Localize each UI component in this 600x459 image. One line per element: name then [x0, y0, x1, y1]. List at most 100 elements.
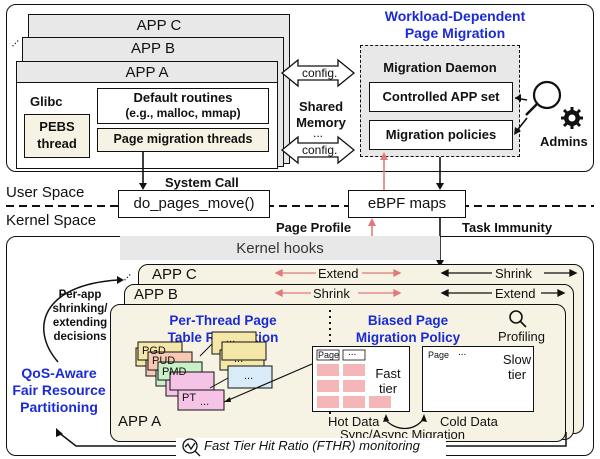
config-bottom-label: config. [302, 143, 338, 157]
default-routines-title: Default routines [133, 90, 233, 105]
profiling-label: Profiling [498, 329, 545, 344]
workload-title-1: Workload-Dependent [384, 8, 526, 24]
page-migration-threads-label: Page migration threads [113, 132, 253, 146]
pud-label: PUD [152, 355, 176, 367]
biased-line-2: Migration Policy [355, 330, 461, 345]
qos-line-2: Fair Resource [12, 382, 106, 398]
migration-policies-label: Migration policies [385, 127, 497, 142]
per-app-line-3: extending [52, 317, 108, 329]
controlled-app-set-box [369, 82, 513, 112]
ebpf-maps-box [348, 190, 466, 218]
per-app-decisions-label: Per-app shrinking/ extending decisions [40, 288, 120, 344]
per-app-line-2: shrinking/ [52, 303, 108, 315]
biased-line-1: Biased Page [367, 313, 449, 328]
per-thread-line-1: Per-Thread Page [169, 313, 277, 328]
user-space-label: User Space [6, 184, 85, 201]
task-immunity-label: Task Immunity [462, 220, 553, 235]
app-c-label: APP C [136, 17, 182, 34]
app-b-label: APP B [131, 40, 175, 57]
pmd-label: PMD [162, 366, 187, 378]
k-app-a-label: APP A [118, 413, 162, 430]
kernel-space-label: Kernel Space [6, 212, 97, 229]
biased-title: Biased Page Migration Policy [338, 312, 478, 346]
pt-to-fast-tier-arrow [223, 363, 313, 403]
workload-title-2: Page Migration [404, 25, 506, 41]
pebs-thread-label: PEBS thread [24, 118, 90, 152]
app-b-shrink-label: Shrink [313, 286, 350, 301]
pebs-thread-box [24, 114, 90, 158]
app-c-extend-label: Extend [318, 266, 359, 281]
qos-title: QoS-Aware Fair Resource Partitioning [6, 365, 112, 416]
user-space-frame [6, 4, 594, 172]
default-routines-box [97, 88, 269, 124]
system-call-label: System Call [165, 175, 239, 190]
pebs-thread-text: PEBS thread [37, 119, 77, 151]
ebpf-to-kernel-arrow [436, 218, 444, 267]
config-arrow-bottom [280, 135, 356, 165]
magnifier-icon [509, 310, 527, 328]
app-b-extend-label: Extend [495, 286, 536, 301]
migration-daemon-label: Migration Daemon [383, 60, 497, 75]
fthr-label: Fast Tier Hit Ratio (FTHR) monitoring [204, 438, 420, 453]
qos-up-arrow [43, 279, 119, 363]
k-app-b-label: APP B [134, 286, 178, 303]
app-c-shrink-label: Shrink [495, 266, 532, 281]
fthr-label-bg [176, 438, 446, 456]
slow-tier-line-2: tier [507, 367, 527, 382]
ebpf-maps-label: eBPF maps [367, 195, 447, 212]
shared-memory-text: Shared Memory [296, 99, 346, 130]
app-a-label: APP A [125, 64, 169, 81]
page-table-stack [135, 331, 273, 411]
kernel-hooks-box [120, 236, 440, 260]
cold-data-label: Cold Data [440, 414, 498, 429]
slow-tier-label: Slow tier [500, 352, 534, 382]
config-top-label: config. [302, 66, 338, 80]
pmd-ellipsis: ... [244, 370, 254, 382]
app-a-header [17, 62, 277, 83]
fast-tier-line-2: tier [378, 381, 398, 396]
page-migration-threads-box [97, 128, 269, 152]
migration-policies-box [369, 120, 513, 150]
fast-tier-label: Fast tier [368, 366, 408, 396]
qos-line-1: QoS-Aware [21, 365, 97, 381]
config-arrow-top [280, 58, 356, 88]
daemon-to-ebpf-arrow [436, 157, 444, 190]
admin-user-icon [525, 80, 562, 116]
gear-icon [561, 107, 583, 129]
kernel-hooks-label: Kernel hooks [236, 240, 324, 257]
ebpf-to-policies-arrow [380, 152, 388, 190]
threads-to-syscall-arrow [139, 152, 147, 190]
hot-data-label: Hot Data [328, 414, 380, 429]
controlled-app-set-label: Controlled APP set [382, 89, 500, 104]
fast-page-ellipsis: ... [348, 347, 357, 358]
monitoring-icon [182, 438, 201, 457]
admins-label: Admins [540, 134, 588, 149]
slow-tier-line-1: Slow [502, 352, 532, 367]
page-profile-label: Page Profile [276, 220, 352, 235]
pt-ellipsis: ... [200, 396, 210, 408]
qos-line-3: Partitioning [20, 399, 98, 415]
do-pages-move-box [118, 190, 270, 218]
do-pages-move-label: do_pages_move() [133, 195, 255, 212]
slow-tier-box [422, 346, 534, 412]
pgd-ellipsis-b: ... [234, 353, 244, 365]
per-app-line-4: decisions [53, 331, 107, 343]
pgd-label: PGD [142, 345, 166, 357]
fast-tier-cells [316, 349, 391, 408]
k-app-c-label: APP C [152, 266, 197, 283]
fast-page-label: Page [318, 350, 340, 360]
pgd-ellipsis-a: ... [226, 333, 236, 345]
shared-memory-label: Shared Memory [288, 99, 354, 131]
shared-memory-ellipsis: ... [313, 126, 324, 140]
slow-page-label: Page [428, 350, 450, 360]
pt-label: PT [182, 392, 197, 404]
glibc-label: Glibc [30, 94, 63, 109]
slow-page-ellipsis: ... [458, 347, 467, 358]
fast-tier-line-1: Fast [375, 366, 401, 381]
